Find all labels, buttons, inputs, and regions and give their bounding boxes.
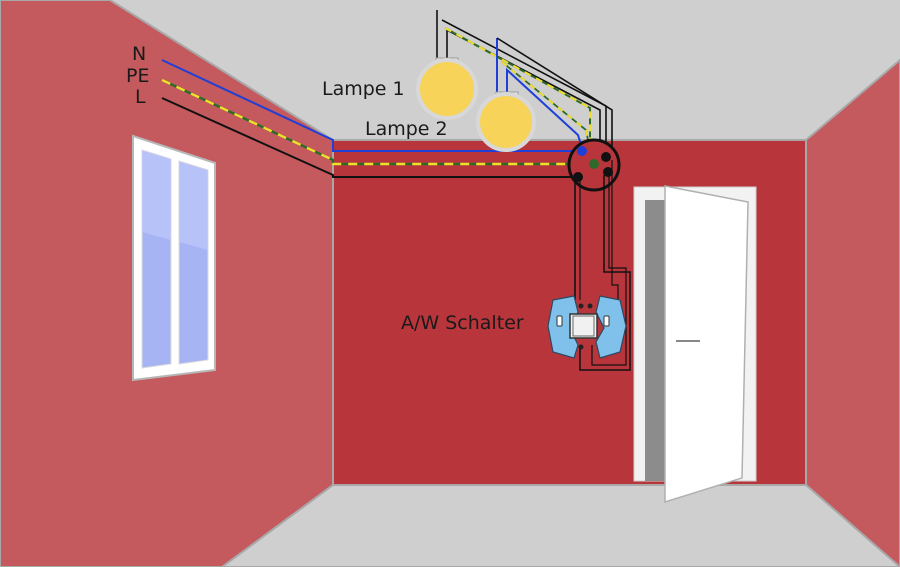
- switch-wires: [574, 160, 631, 371]
- lamp-icon: [476, 91, 536, 152]
- junction-box-icon: [567, 138, 621, 192]
- wire-pe-yellow: [161, 78, 594, 166]
- right-wall: [805, 58, 900, 567]
- feed-wires: [161, 59, 594, 178]
- label-lampe-1: Lampe 1: [322, 78, 405, 100]
- wire-n: [161, 59, 582, 152]
- label-pe: PE: [126, 65, 149, 87]
- door-icon: [633, 185, 757, 504]
- lamp-icon: [416, 57, 478, 120]
- switch-icon: [547, 295, 627, 359]
- floor: [220, 484, 900, 567]
- label-lampe-2: Lampe 2: [365, 118, 448, 140]
- label-n: N: [132, 43, 146, 65]
- wire-l: [161, 97, 575, 178]
- label-l: L: [135, 86, 146, 108]
- label-aw-schalter: A/W Schalter: [401, 312, 524, 334]
- window-icon: [132, 134, 216, 382]
